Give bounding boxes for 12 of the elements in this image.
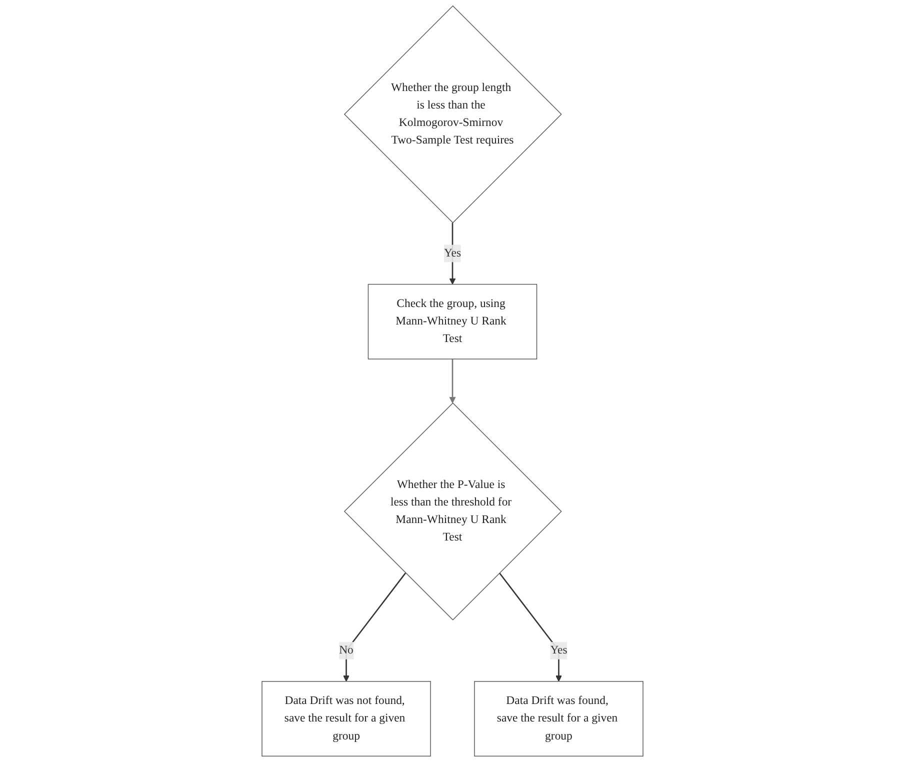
edge-label: Yes	[550, 644, 568, 656]
arrow	[343, 572, 406, 682]
edge-label: Yes	[444, 246, 462, 260]
node-box: Data Drift was not found, save the result for a given group	[262, 681, 431, 756]
arrow	[498, 572, 562, 682]
node-box: Check the group, using Mann-Whitney U Rank Test	[368, 284, 538, 360]
node-box: Data Drift was found, save the result for a given group	[474, 681, 644, 756]
node-diamond: Whether the group length is less than the Kolmogorov-Smirnov Two-Sample Test requires	[344, 5, 562, 224]
arrow	[449, 359, 456, 404]
edge-label: No	[339, 644, 354, 656]
node-diamond: Whether the P-Value is less than the threshold for Mann-Whitney U Rank Test	[344, 402, 562, 620]
arrow	[449, 222, 456, 285]
